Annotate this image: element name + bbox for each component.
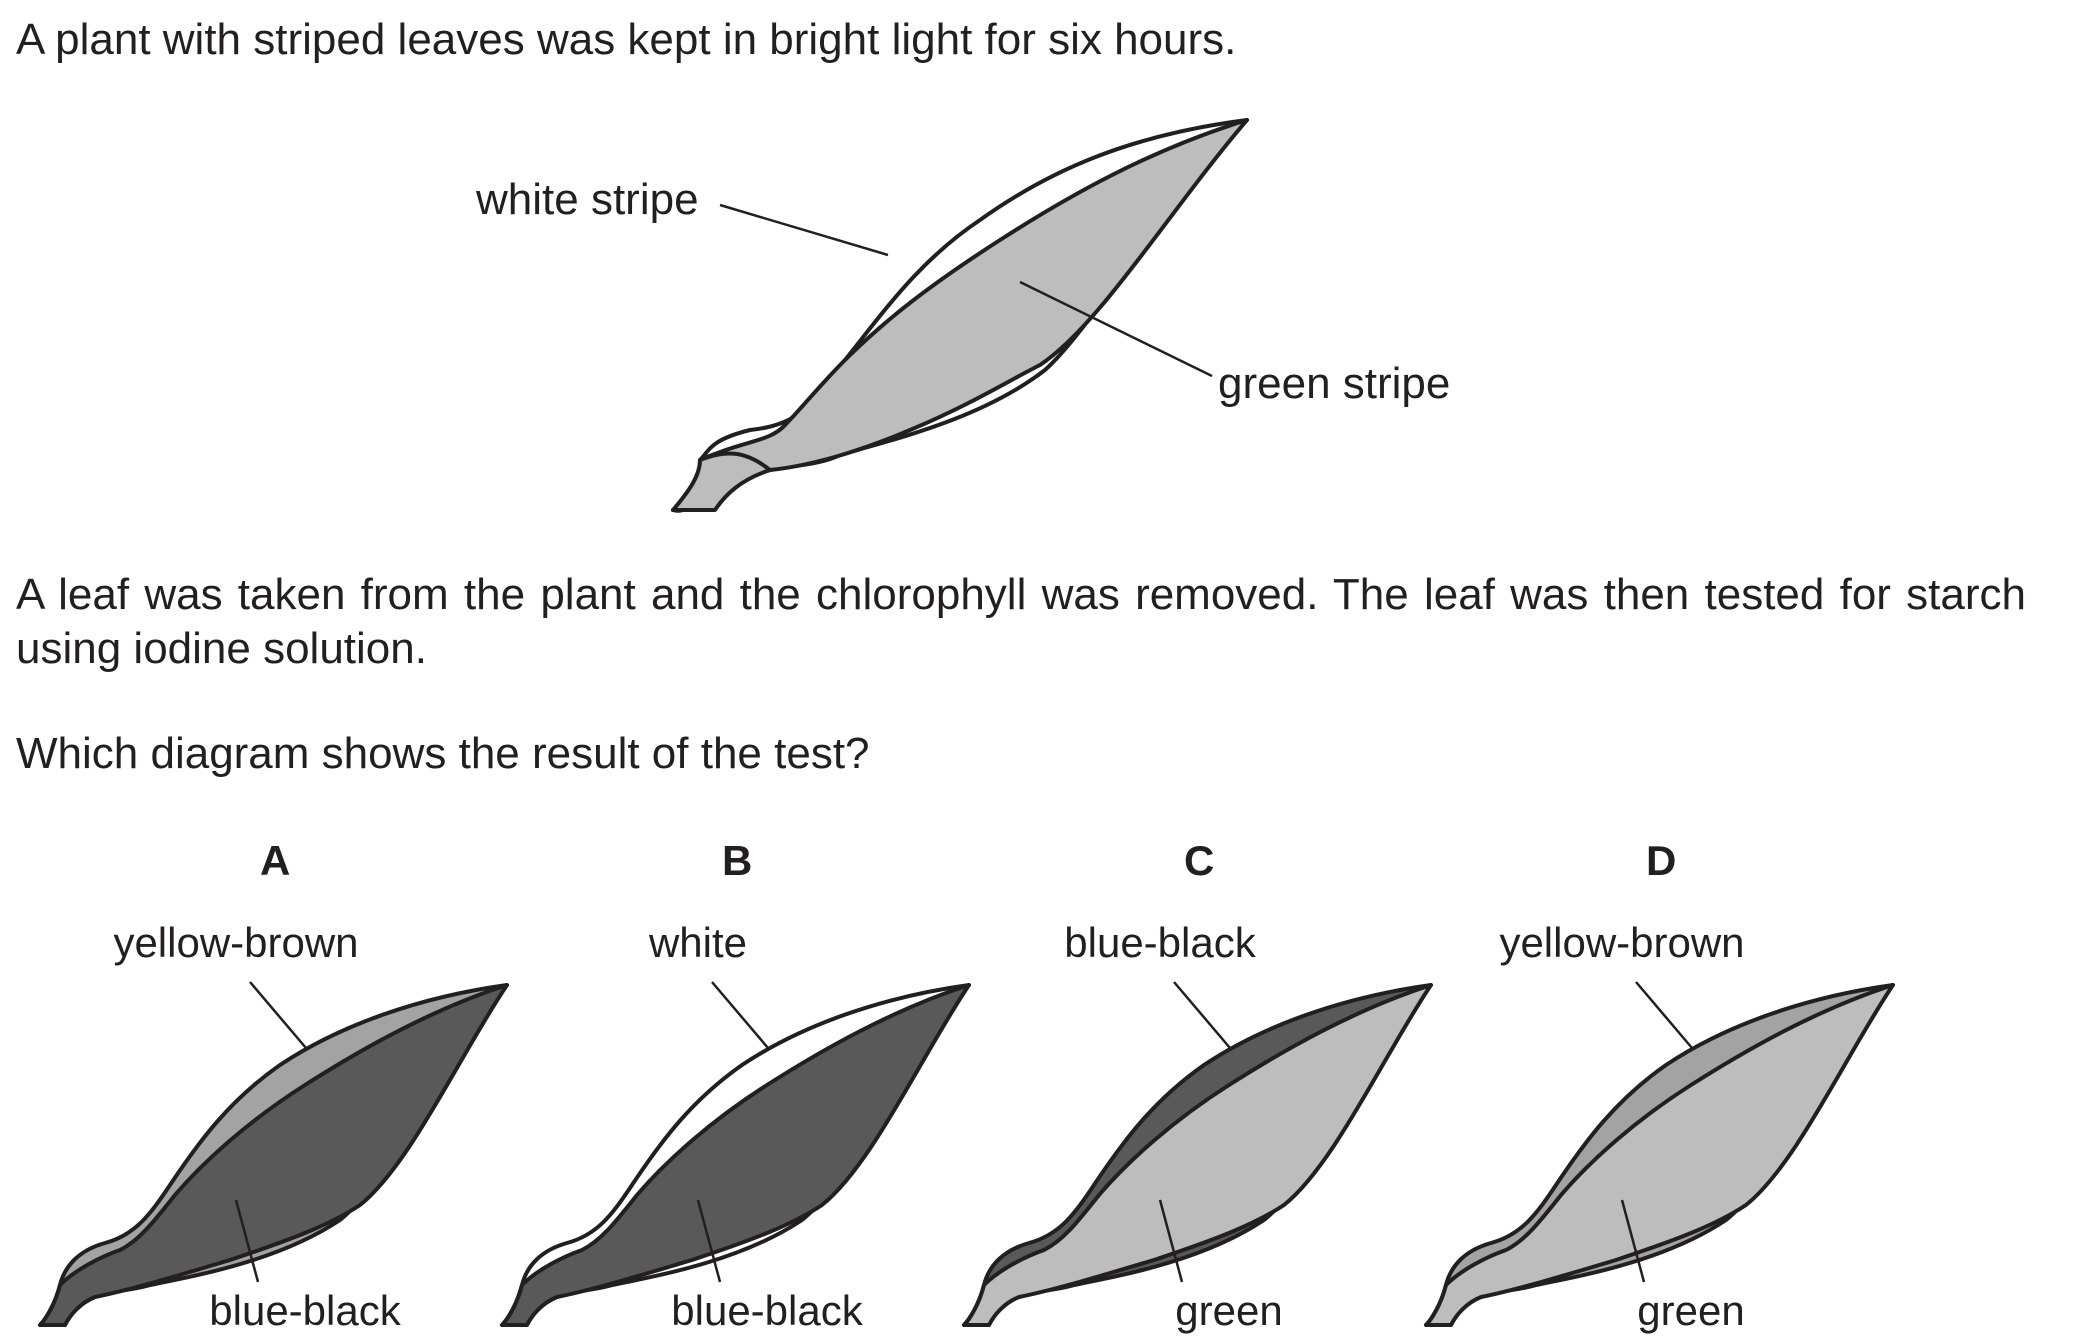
option-c-outer-leader bbox=[1173, 981, 1231, 1049]
green-stripe-label: green stripe bbox=[1218, 359, 1451, 408]
green-stripe-leader bbox=[1019, 280, 1213, 378]
option-c-inner-label: green bbox=[1175, 1287, 1283, 1334]
procedure-text: A leaf was taken from the plant and the … bbox=[16, 570, 2026, 673]
option-d-outer-label: yellow-brown bbox=[1499, 919, 1745, 966]
option-d-inner-label: green bbox=[1637, 1287, 1745, 1334]
option-a-outer-leader bbox=[249, 981, 307, 1049]
option-a-outer-label: yellow-brown bbox=[113, 919, 359, 966]
option-d-inner-leader bbox=[1620, 1199, 1646, 1283]
option-d-inner-region bbox=[1424, 983, 1895, 1327]
option-a-letter[interactable]: A bbox=[260, 837, 291, 884]
option-d-letter[interactable]: D bbox=[1646, 837, 1677, 884]
option-b-inner-region bbox=[500, 983, 971, 1327]
question-text: Which diagram shows the result of the te… bbox=[16, 729, 870, 778]
option-a-inner-label: blue-black bbox=[209, 1287, 401, 1334]
option-d-outer-leader bbox=[1635, 981, 1693, 1049]
white-stripe-leader bbox=[719, 203, 889, 257]
option-a-inner-region bbox=[38, 983, 509, 1327]
option-c-letter[interactable]: C bbox=[1184, 837, 1215, 884]
option-a-leaf bbox=[38, 983, 509, 1327]
option-b-inner-leader bbox=[696, 1199, 722, 1283]
option-d-leaf bbox=[1424, 983, 1895, 1327]
intro-text: A plant with striped leaves was kept in … bbox=[16, 15, 1237, 64]
option-b-outer-leader bbox=[711, 981, 769, 1049]
option-a-inner-leader bbox=[234, 1199, 260, 1283]
option-c-inner-leader bbox=[1158, 1199, 1184, 1283]
white-stripe-label: white stripe bbox=[476, 175, 699, 224]
option-b-outer-label: white bbox=[648, 919, 748, 966]
option-b-inner-label: blue-black bbox=[671, 1287, 863, 1334]
option-c-leaf bbox=[962, 983, 1433, 1327]
option-c-outer-label: blue-black bbox=[1064, 919, 1256, 966]
main-leaf-stem bbox=[671, 451, 772, 512]
option-b-letter[interactable]: B bbox=[722, 837, 753, 884]
option-c-inner-region bbox=[962, 983, 1433, 1327]
option-b-leaf bbox=[500, 983, 971, 1327]
